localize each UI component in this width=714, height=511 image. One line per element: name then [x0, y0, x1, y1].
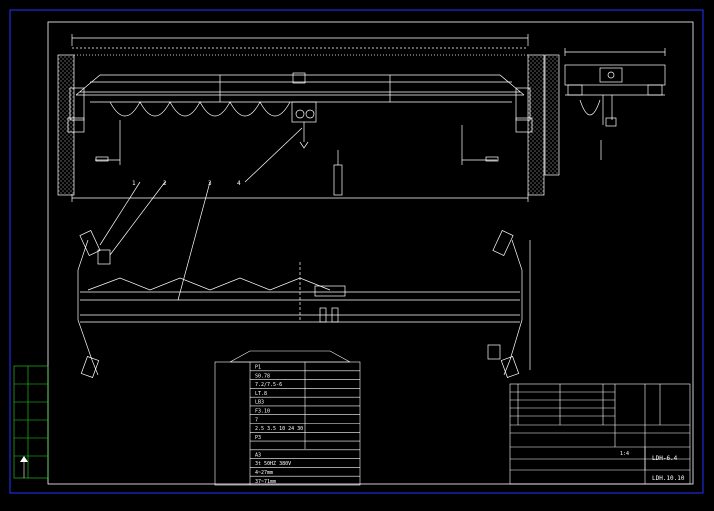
title-block	[509, 383, 691, 485]
tech-table-value: LB3	[255, 400, 264, 406]
left-side-labels	[13, 365, 49, 479]
tech-table-value: S0.78	[255, 373, 270, 379]
side-elevation	[544, 48, 666, 176]
tech-table-value: F3.10	[255, 409, 270, 415]
front-elevation	[57, 34, 545, 301]
tech-table-value: P1	[255, 365, 261, 371]
tech-table-value: 2.5 3.5 10 24 30	[255, 426, 303, 432]
leader-label-3: 3	[208, 180, 212, 187]
tech-table-value: 4~27mm	[255, 470, 273, 476]
tech-table-value: A3	[255, 452, 261, 458]
leader-label-2: 2	[163, 180, 167, 187]
tech-table-value: P3	[255, 435, 261, 441]
drawing-number: LDH-6.4	[652, 455, 678, 462]
tech-parameter-table	[214, 350, 361, 486]
plan-view	[77, 230, 531, 378]
drawing-scale: 1:4	[620, 451, 629, 457]
sheet-frame	[9, 9, 704, 494]
leader-label-4: 4	[237, 180, 241, 187]
tech-table-value: 7	[255, 417, 258, 423]
tech-table-value: 3t 50HZ 380V	[255, 461, 291, 467]
leader-label-1: 1	[132, 180, 136, 187]
drawing-code: LDH.10.10	[652, 475, 685, 482]
drawing-border	[47, 21, 694, 485]
tech-table-value: 37~71mm	[255, 479, 276, 485]
tech-table-value: 7.2/7.5-6	[255, 382, 282, 388]
tech-table-value: LT.8	[255, 391, 267, 397]
